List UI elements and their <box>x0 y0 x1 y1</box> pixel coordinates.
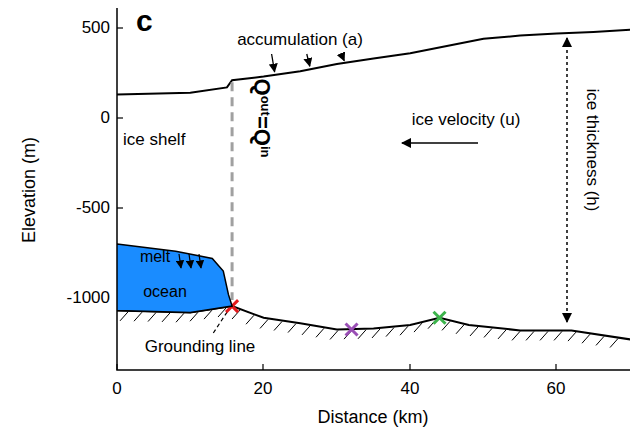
bed-hatch <box>316 328 324 337</box>
flux-symbol: out <box>258 96 273 116</box>
flux-gate <box>231 82 234 300</box>
axis-title: Distance (km) <box>317 408 428 428</box>
bed-hatch <box>190 312 198 321</box>
bed-hatch <box>176 313 184 322</box>
tick-label: 60 <box>547 380 566 399</box>
x-tick <box>555 364 556 370</box>
x-tick <box>409 364 410 370</box>
flux-symbol: = <box>250 116 275 129</box>
bed-hatch <box>148 313 156 322</box>
bed-hatch <box>554 331 562 340</box>
bed-hatch <box>540 331 548 340</box>
ocean-water <box>117 244 232 312</box>
bed-hatch <box>484 328 492 337</box>
y-tick <box>117 117 123 118</box>
bed-hatch <box>512 331 520 340</box>
melt-arrow <box>189 254 191 268</box>
bed-hatch <box>526 331 534 340</box>
y-tick <box>117 207 123 208</box>
tick-label: 20 <box>254 380 273 399</box>
bed-hatch <box>400 326 408 335</box>
x-tick <box>116 364 117 370</box>
bed-hatch <box>246 315 254 324</box>
bed-hatch <box>372 329 380 338</box>
dimension-label: ice thickness (h) <box>583 89 602 212</box>
velocity-arrow <box>402 142 478 144</box>
flux-label: Qout=Qin <box>250 79 274 158</box>
x-tick <box>262 364 263 370</box>
bed-hatch <box>414 323 422 332</box>
site-marker <box>434 312 446 324</box>
melt-arrow <box>179 254 181 268</box>
bed-hatch <box>330 330 338 339</box>
y-tick <box>117 27 123 28</box>
accumulation-arrow <box>307 54 310 66</box>
flux-symbol: Q <box>250 129 275 146</box>
bed-hatch <box>260 319 268 328</box>
bed-hatch <box>134 312 142 321</box>
accumulation-arrow <box>341 54 344 61</box>
ice-surface <box>117 30 630 95</box>
bed-hatch <box>498 330 506 339</box>
site-marker <box>346 324 358 336</box>
bed-hatch <box>596 336 604 345</box>
bed-hatch <box>456 325 464 334</box>
process-label: ice velocity (u) <box>412 111 521 130</box>
axis-frame <box>117 8 630 370</box>
thickness-arrow <box>566 38 568 322</box>
tick-label: 0 <box>112 380 121 399</box>
tick-label: -1000 <box>67 289 110 308</box>
bed-hatch <box>610 339 618 348</box>
flux-symbol: in <box>258 146 273 158</box>
bed-hatch <box>204 310 212 319</box>
leader-line <box>212 312 227 335</box>
bed-hatch <box>582 334 590 343</box>
tick-label: 500 <box>82 19 110 38</box>
bed-hatch <box>162 313 170 322</box>
ocean-cavity: melt ocean <box>117 238 237 318</box>
process-label: accumulation (a) <box>237 31 363 50</box>
bed-hatch <box>218 308 226 317</box>
tick-label: 0 <box>101 109 110 128</box>
flux-symbol: Q <box>250 79 275 96</box>
ocean-shape <box>117 238 237 318</box>
bed-hatch <box>120 312 128 321</box>
bed-hatch <box>288 324 296 333</box>
region-label: ice shelf <box>123 131 185 150</box>
bed-hatch <box>274 322 282 331</box>
bed-hatch <box>302 326 310 335</box>
tick-label: 40 <box>401 380 420 399</box>
callout-label: Grounding line <box>145 338 256 357</box>
panel-label: c <box>136 4 153 37</box>
bed-hatch <box>386 328 394 337</box>
region-label: ocean <box>143 283 187 301</box>
bed-hatch <box>470 327 478 336</box>
tick-label: -500 <box>76 199 110 218</box>
bed-hatch <box>568 332 576 341</box>
axis-title: Elevation (m) <box>20 137 40 243</box>
process-label: melt <box>140 248 170 266</box>
melt-arrow <box>199 254 201 268</box>
bed-hatch <box>358 330 366 339</box>
accumulation-arrow <box>272 54 275 72</box>
